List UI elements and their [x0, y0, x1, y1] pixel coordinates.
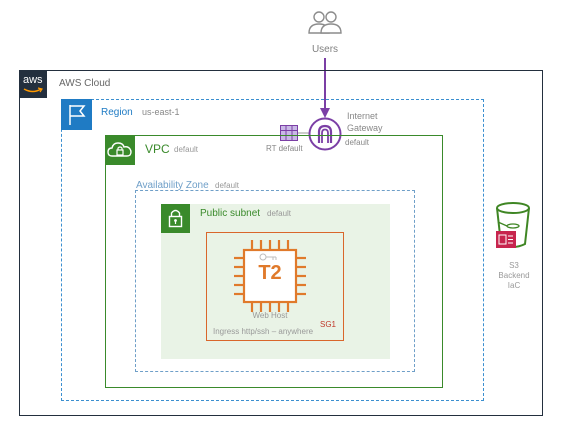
availability-zone-group — [135, 190, 415, 372]
vpc-cloud-lock-icon — [105, 135, 135, 165]
igw-label-line2: Gateway — [347, 123, 383, 133]
aws-cloud-label: AWS Cloud — [59, 78, 111, 89]
ec2-instance-chip-icon — [234, 240, 306, 312]
aws-logo-text: aws — [23, 74, 43, 86]
region-group — [61, 99, 484, 401]
vpc-group — [105, 135, 443, 388]
igw-label-line1: Internet — [347, 111, 378, 121]
s3-label-line3: IaC — [507, 281, 521, 290]
ingress-label: Ingress http/ssh – anywhere — [213, 327, 314, 336]
availability-zone-sublabel: default — [215, 181, 240, 190]
aws-smile-icon — [23, 87, 43, 93]
rt-igw-connector — [298, 132, 310, 134]
s3-object-badge-icon — [496, 231, 516, 248]
region-flag-icon — [61, 99, 92, 130]
s3-label-line1: S3 — [509, 261, 519, 270]
s3-label-line2: Backend — [498, 271, 530, 280]
aws-cloud-group — [19, 70, 543, 416]
vpc-sublabel: default — [174, 145, 199, 154]
vpc-label: VPC — [145, 142, 170, 156]
availability-zone-label: Availability Zone — [136, 180, 209, 191]
security-group-box — [206, 232, 344, 341]
internet-gateway-icon — [308, 117, 342, 151]
security-group-label: SG1 — [320, 320, 337, 329]
public-subnet-sublabel: default — [267, 209, 292, 218]
route-table-label: RT default — [266, 144, 303, 153]
region-label: Region — [101, 107, 133, 118]
users-icon — [307, 9, 343, 41]
ec2-chip-text: T2 — [258, 262, 282, 284]
users-label: Users — [311, 44, 339, 55]
web-host-label: Web Host — [252, 311, 288, 320]
subnet-lock-icon — [161, 204, 190, 233]
igw-sublabel: default — [345, 138, 370, 147]
users-to-igw-arrow — [320, 58, 330, 118]
region-name: us-east-1 — [142, 107, 180, 117]
public-subnet-label: Public subnet — [200, 208, 261, 219]
aws-logo: aws — [19, 70, 47, 98]
